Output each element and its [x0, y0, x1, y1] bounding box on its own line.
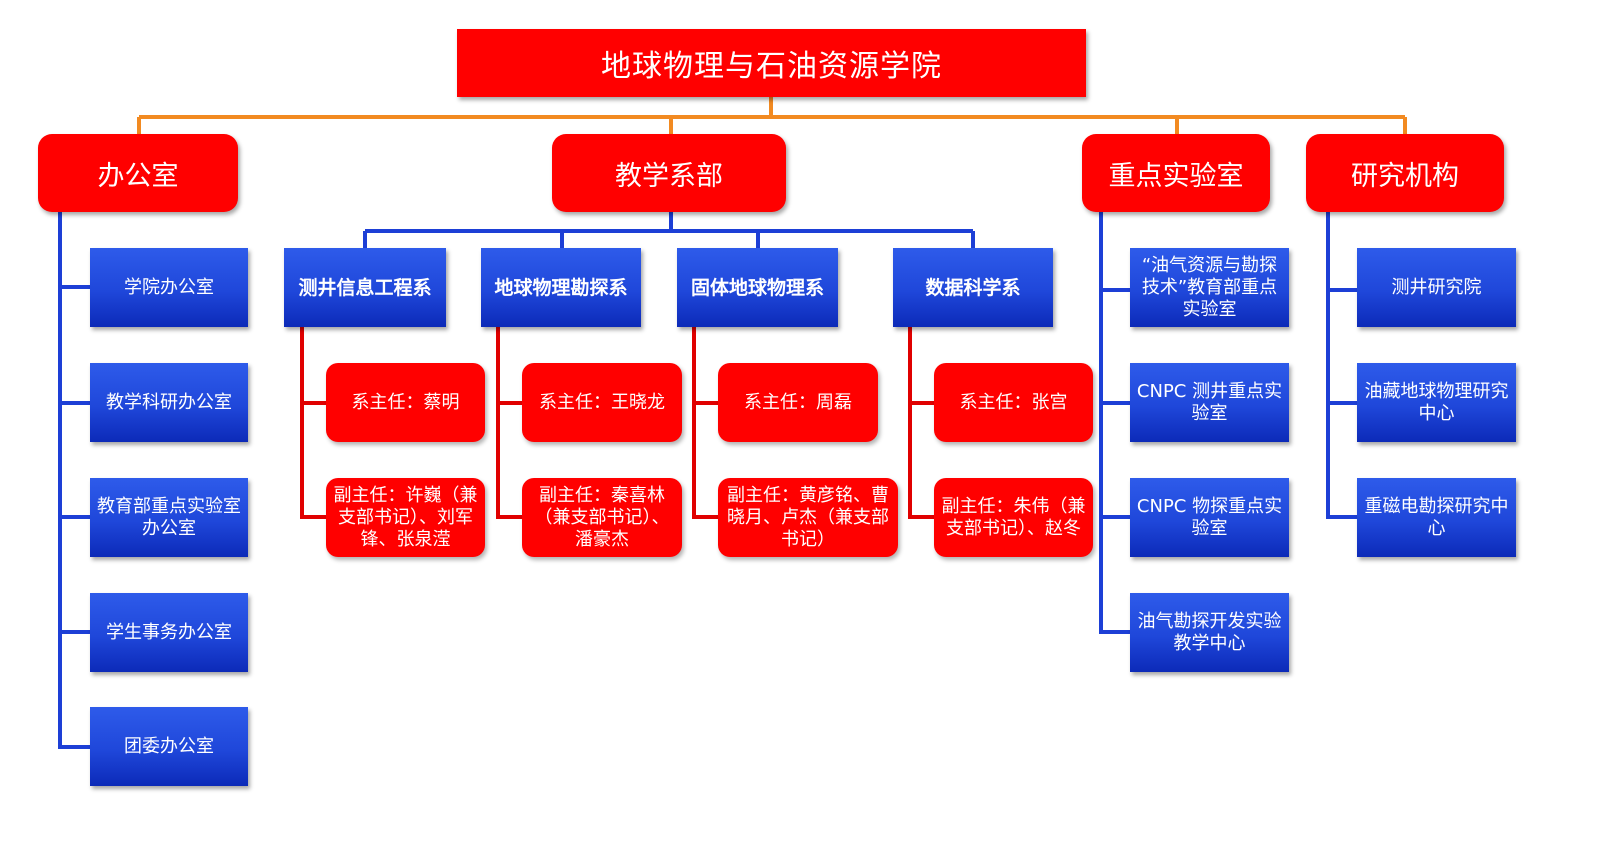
department-role-connectors — [300, 327, 934, 519]
category-teaching: 教学系部 — [552, 134, 786, 212]
research-item: 测井研究院 — [1357, 248, 1516, 327]
category-office: 办公室 — [38, 134, 238, 212]
department-head-label: 系主任：周磊 — [744, 391, 852, 413]
department-deputy: 副主任：许巍（兼支部书记）、刘军锋、张泉滢 — [326, 478, 485, 557]
labs-connectors — [1099, 212, 1130, 634]
category-labs: 重点实验室 — [1082, 134, 1270, 212]
office-connectors — [58, 212, 90, 749]
department-node: 地球物理勘探系 — [481, 248, 641, 327]
department-head: 系主任：王晓龙 — [522, 363, 682, 442]
department-deputy: 副主任：秦喜林（兼支部书记）、潘豪杰 — [522, 478, 682, 557]
research-spine — [1326, 212, 1357, 519]
category-label: 重点实验室 — [1108, 160, 1244, 192]
category-label: 办公室 — [97, 160, 179, 192]
research-item-label: 油藏地球物理研究中心 — [1364, 380, 1509, 424]
office-item-label: 学生事务办公室 — [106, 621, 232, 643]
department-deputy-label: 副主任：秦喜林（兼支部书记）、潘豪杰 — [534, 484, 670, 550]
department-head: 系主任：周磊 — [718, 363, 878, 442]
research-item-label: 测井研究院 — [1391, 276, 1482, 298]
lab-item-label: 油气勘探开发实验教学中心 — [1137, 610, 1282, 654]
department-name: 固体地球物理系 — [690, 276, 824, 299]
office-item: 教育部重点实验室办公室 — [90, 478, 248, 557]
category-label: 研究机构 — [1351, 160, 1459, 192]
department-deputy: 副主任：黄彦铭、曹晓月、卢杰（兼支部书记） — [718, 478, 898, 557]
department-head: 系主任：蔡明 — [326, 363, 485, 442]
lab-item-label: “油气资源与勘探技术”教育部重点实验室 — [1141, 254, 1278, 320]
research-connectors — [1326, 212, 1357, 519]
lab-item: CNPC 测井重点实验室 — [1130, 363, 1289, 442]
lab-item-label: CNPC 测井重点实验室 — [1136, 380, 1283, 424]
office-item: 团委办公室 — [90, 707, 248, 786]
department-head-label: 系主任：蔡明 — [351, 391, 460, 413]
department-name: 测井信息工程系 — [298, 276, 432, 299]
research-item: 重磁电勘探研究中心 — [1357, 478, 1516, 557]
department-deputy-label: 副主任：朱伟（兼支部书记）、赵冬 — [941, 495, 1086, 539]
lab-item: CNPC 物探重点实验室 — [1130, 478, 1289, 557]
department-head-label: 系主任：王晓龙 — [539, 391, 665, 413]
teaching-connectors — [363, 212, 975, 248]
category-research: 研究机构 — [1306, 134, 1504, 212]
department-name: 地球物理勘探系 — [494, 276, 628, 299]
lab-item-label: CNPC 物探重点实验室 — [1136, 495, 1283, 539]
office-item-label: 教学科研办公室 — [106, 391, 232, 413]
labs-spine — [1099, 212, 1130, 634]
department-head: 系主任：张宫 — [934, 363, 1093, 442]
department-node: 固体地球物理系 — [677, 248, 838, 327]
department-head-label: 系主任：张宫 — [959, 391, 1068, 413]
dept-spine — [300, 327, 326, 519]
office-item: 学生事务办公室 — [90, 593, 248, 672]
department-node: 数据科学系 — [893, 248, 1053, 327]
department-deputy-label: 副主任：黄彦铭、曹晓月、卢杰（兼支部书记） — [727, 484, 889, 550]
root-title: 地球物理与石油资源学院 — [601, 49, 942, 84]
department-node: 测井信息工程系 — [284, 248, 446, 327]
research-item-label: 重磁电勘探研究中心 — [1364, 495, 1509, 539]
research-item: 油藏地球物理研究中心 — [1357, 363, 1516, 442]
root-connectors — [137, 97, 1407, 134]
office-spine — [58, 212, 90, 749]
dept-spine — [692, 327, 718, 519]
office-item: 教学科研办公室 — [90, 363, 248, 442]
department-name: 数据科学系 — [925, 276, 1021, 299]
office-item: 学院办公室 — [90, 248, 248, 327]
category-label: 教学系部 — [615, 160, 723, 192]
office-item-label: 学院办公室 — [124, 276, 214, 298]
department-deputy: 副主任：朱伟（兼支部书记）、赵冬 — [934, 478, 1093, 557]
lab-item: 油气勘探开发实验教学中心 — [1130, 593, 1289, 672]
lab-item: “油气资源与勘探技术”教育部重点实验室 — [1130, 248, 1289, 327]
dept-spine — [496, 327, 522, 519]
dept-spine — [908, 327, 934, 519]
office-item-label: 团委办公室 — [124, 735, 214, 757]
root-node: 地球物理与石油资源学院 — [457, 29, 1086, 97]
office-item-label: 教育部重点实验室办公室 — [97, 495, 241, 539]
department-deputy-label: 副主任：许巍（兼支部书记）、刘军锋、张泉滢 — [333, 484, 478, 550]
